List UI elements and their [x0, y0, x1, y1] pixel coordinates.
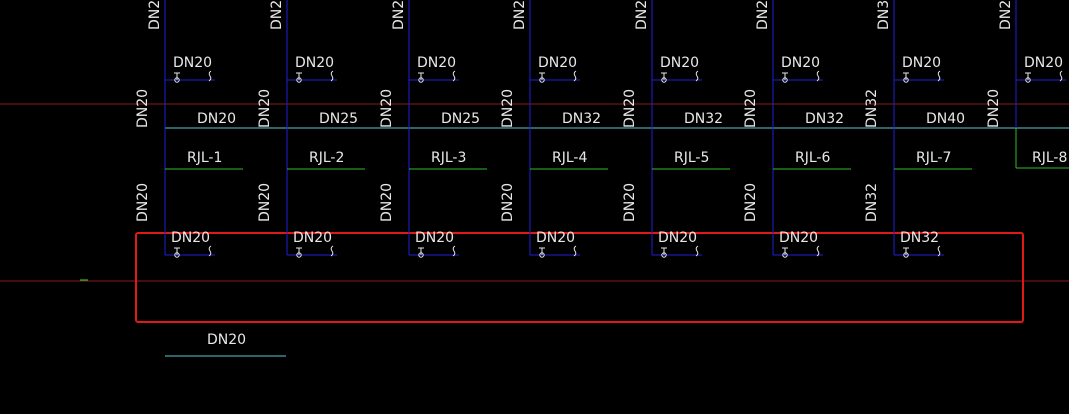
fixture-symbol-top-8 [1059, 70, 1063, 82]
fixture-symbol-bottom-2 [330, 245, 334, 257]
riser-top-diameter-8: DN25 [998, 0, 1014, 30]
riser-top-diameter-6: DN25 [755, 0, 771, 30]
riser-name-3: RJL-3 [431, 150, 466, 166]
bottom-branch-label-1: DN20 [171, 230, 210, 246]
riser-name-6: RJL-6 [795, 150, 830, 166]
valve-body-top-3 [418, 77, 424, 83]
fixture-symbol-top-2 [330, 70, 334, 82]
top-branch-label-6: DN20 [781, 55, 820, 71]
valve-body-top-6 [782, 77, 788, 83]
valve-body-bottom-6 [782, 252, 788, 258]
riser-mid-diameter-7: DN32 [864, 183, 880, 222]
fixture-symbol-bottom-3 [452, 245, 456, 257]
bottom-branch-label-2: DN20 [293, 230, 332, 246]
main-pipe-label-1: DN20 [197, 111, 236, 127]
valve-body-top-1 [174, 77, 180, 83]
main-pipe-label-4: DN32 [562, 111, 601, 127]
top-branch-label-1: DN20 [173, 55, 212, 71]
riser-name-7: RJL-7 [916, 150, 951, 166]
top-branch-label-7: DN20 [902, 55, 941, 71]
top-branch-label-4: DN20 [538, 55, 577, 71]
riser-name-1: RJL-1 [187, 150, 222, 166]
riser-top-diameter-5: DN25 [634, 0, 650, 30]
riser-left-diameter-4: DN20 [500, 89, 516, 128]
valve-body-top-2 [296, 77, 302, 83]
fixture-symbol-bottom-7 [937, 245, 941, 257]
riser-name-5: RJL-5 [674, 150, 709, 166]
riser-top-diameter-3: DN25 [391, 0, 407, 30]
riser-left-diameter-1: DN20 [135, 89, 151, 128]
fixture-symbol-bottom-5 [695, 245, 699, 257]
top-branch-label-3: DN20 [417, 55, 456, 71]
fixture-symbol-top-7 [937, 70, 941, 82]
main-pipe-label-7: DN40 [926, 111, 965, 127]
selection-highlight-box[interactable] [135, 232, 1024, 323]
valve-body-top-8 [1025, 77, 1031, 83]
riser-mid-diameter-1: DN20 [135, 183, 151, 222]
bottom-branch-label-6: DN20 [779, 230, 818, 246]
riser-top-diameter-7: DN32 [876, 0, 892, 30]
riser-left-diameter-7: DN32 [864, 89, 880, 128]
riser-mid-diameter-2: DN20 [257, 183, 273, 222]
top-branch-label-8: DN20 [1024, 55, 1063, 71]
fixture-symbol-bottom-4 [573, 245, 577, 257]
valve-body-bottom-5 [661, 252, 667, 258]
main-pipe-label-3: DN25 [441, 111, 480, 127]
valve-body-bottom-3 [418, 252, 424, 258]
riser-name-8: RJL-8 [1032, 150, 1067, 166]
riser-mid-diameter-4: DN20 [500, 183, 516, 222]
valve-body-top-4 [539, 77, 545, 83]
riser-left-diameter-8: DN20 [986, 89, 1002, 128]
riser-top-diameter-1: DN25 [147, 0, 163, 30]
valve-body-bottom-4 [539, 252, 545, 258]
fixture-symbol-top-3 [452, 70, 456, 82]
fixture-symbol-bottom-1 [208, 245, 212, 257]
riser-mid-diameter-5: DN20 [622, 183, 638, 222]
riser-mid-diameter-3: DN20 [379, 183, 395, 222]
fixture-symbol-top-6 [816, 70, 820, 82]
valve-body-bottom-1 [174, 252, 180, 258]
valve-body-bottom-7 [903, 252, 909, 258]
main-pipe-label-6: DN32 [805, 111, 844, 127]
valve-body-top-5 [661, 77, 667, 83]
valve-body-bottom-2 [296, 252, 302, 258]
top-branch-label-2: DN20 [295, 55, 334, 71]
riser-name-4: RJL-4 [552, 150, 587, 166]
top-branch-label-5: DN20 [660, 55, 699, 71]
riser-top-diameter-2: DN25 [269, 0, 285, 30]
valve-body-top-7 [903, 77, 909, 83]
main-pipe-label-5: DN32 [684, 111, 723, 127]
bottom-branch-label-4: DN20 [536, 230, 575, 246]
bottom-branch-label-7: DN32 [900, 230, 939, 246]
riser-top-diameter-4: DN25 [512, 0, 528, 30]
fixture-symbol-top-1 [208, 70, 212, 82]
bottom-pipe-label: DN20 [207, 332, 246, 348]
bottom-branch-label-3: DN20 [415, 230, 454, 246]
bottom-branch-label-5: DN20 [658, 230, 697, 246]
pipe-network [0, 103, 1069, 357]
fixture-symbol-bottom-6 [816, 245, 820, 257]
fixture-symbol-top-5 [695, 70, 699, 82]
main-pipe-label-2: DN25 [319, 111, 358, 127]
riser-left-diameter-2: DN20 [257, 89, 273, 128]
fixture-symbol-top-4 [573, 70, 577, 82]
riser-left-diameter-3: DN20 [379, 89, 395, 128]
riser-name-2: RJL-2 [309, 150, 344, 166]
riser-mid-diameter-6: DN20 [743, 183, 759, 222]
riser-left-diameter-5: DN20 [622, 89, 638, 128]
riser-left-diameter-6: DN20 [743, 89, 759, 128]
